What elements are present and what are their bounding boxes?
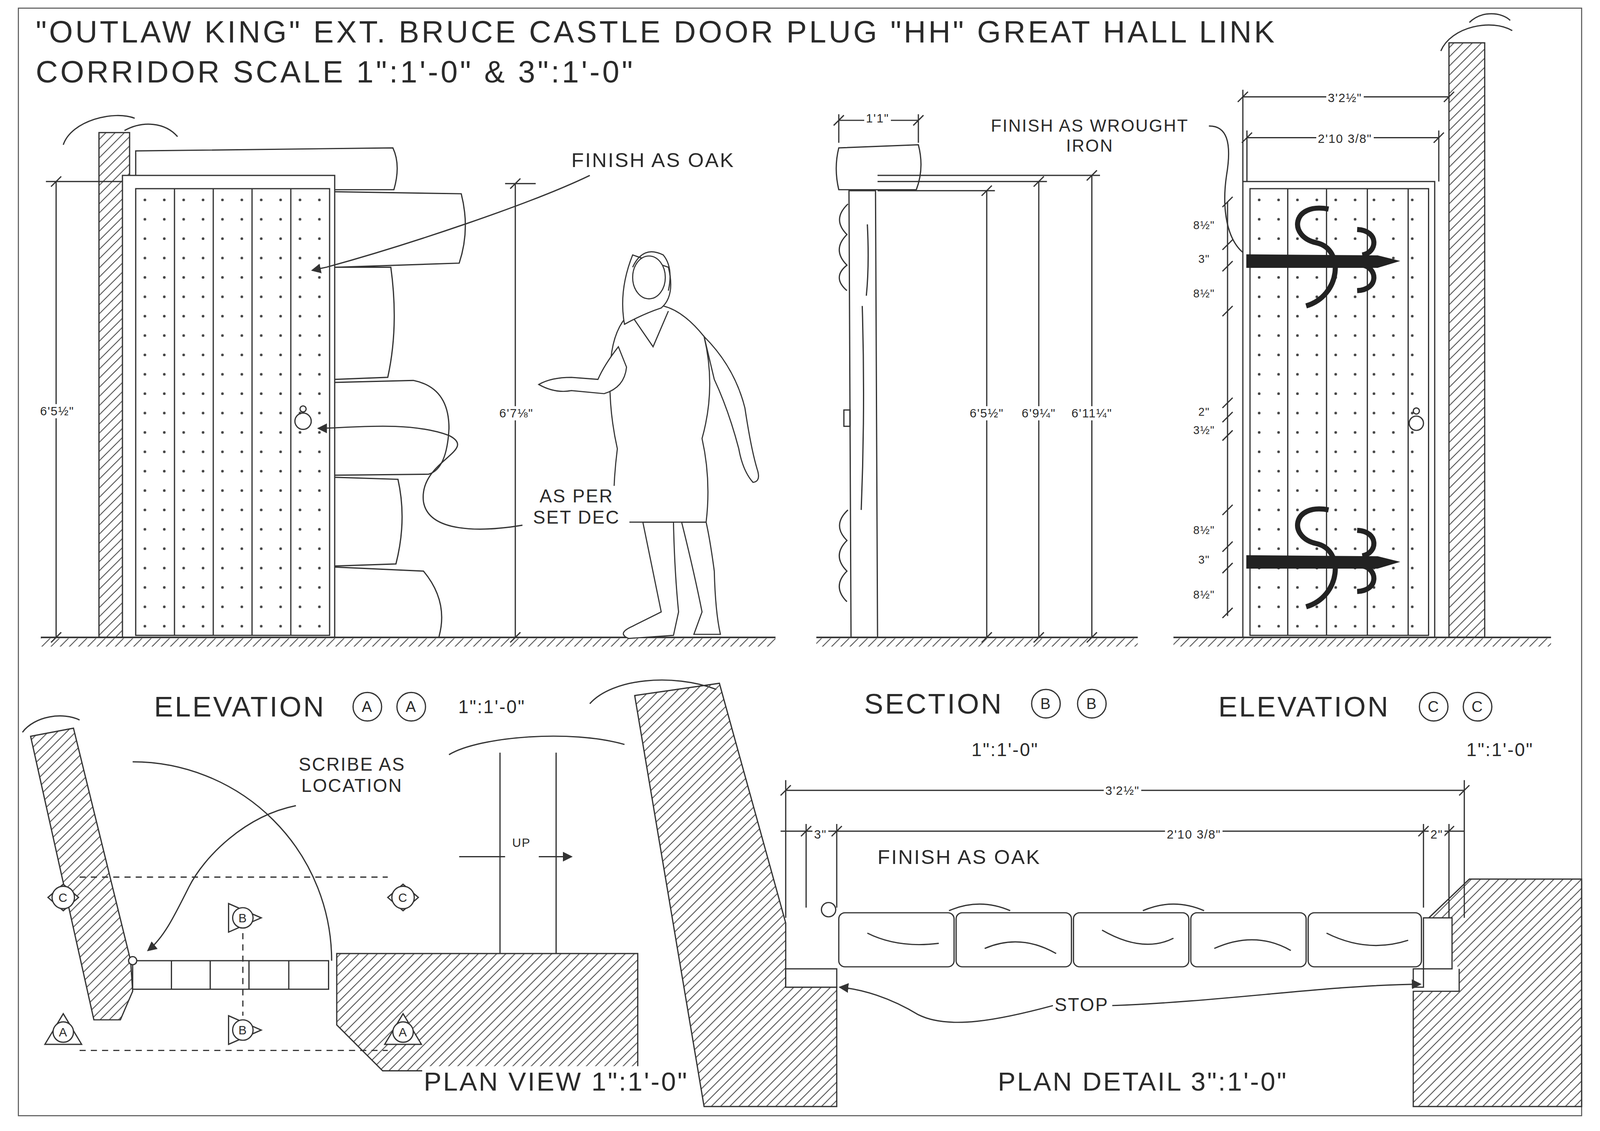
dimension: 1'1" [864,111,891,126]
section-marker: B [238,911,248,926]
dimension: 2'10 3/8" [1165,827,1223,842]
view-title: PLAN VIEW 1":1'-0" [422,1066,691,1097]
section-marker: B [238,1023,248,1038]
section-marker: A [58,1025,68,1040]
view-tag-letter: B [1086,695,1098,713]
section-b [816,114,1262,647]
elevation-a [40,115,776,647]
dimension: 6'9¼" [1020,406,1058,421]
dimension: 3'2½" [1326,90,1364,105]
stair-note: UP [510,835,533,850]
view-title: PLAN DETAIL 3":1'-0" [996,1066,1290,1097]
dimension: 6'7⅛" [497,406,535,421]
dimension: 2" [1428,827,1445,842]
plan-view [22,716,638,1072]
human-figure [538,251,759,639]
callout-note: FINISH AS OAK [875,845,1043,869]
view-tag-letter: C [1427,698,1440,716]
scale-note: 1":1'-0" [456,696,528,718]
dimension: 3" [1196,553,1212,567]
dimension: 3" [1196,252,1212,266]
section-marker: C [58,890,68,905]
dimension: 3½" [1191,424,1217,438]
section-marker: A [398,1025,408,1040]
sheet-border [18,8,1582,1117]
dimension: 3" [812,827,829,842]
callout-note: AS PER SET DEC [523,485,630,528]
view-title: SECTION [862,687,1005,721]
dimension: 2" [1196,405,1212,419]
view-tag-letter: B [1040,695,1052,713]
view-title: ELEVATION [152,690,328,724]
drawing-title: "OUTLAW KING" EXT. BRUCE CASTLE DOOR PLU… [35,12,1445,92]
plan-detail [590,680,1582,1107]
scale-note: 1":1'-0" [970,739,1041,761]
dimension: 6'5½" [38,404,76,419]
section-marker: C [398,890,408,905]
view-tag-letter: C [1471,698,1484,716]
scale-note: 1":1'-0" [1464,739,1535,761]
callout-note: SCRIBE AS LOCATION [263,754,441,797]
dimension: 8½" [1191,524,1217,538]
dimension: 8½" [1191,588,1217,602]
dimension: 8½" [1191,287,1217,301]
dimension: 2'10 3/8" [1316,131,1374,146]
callout-note: STOP [1052,994,1111,1016]
view-tag-letter: A [361,698,373,716]
dimension: 8½" [1191,219,1217,233]
view-tag-letter: A [405,698,418,716]
view-title: ELEVATION [1216,690,1392,724]
callout-note: FINISH AS WROUGHT IRON [970,115,1209,156]
dimension: 6'11¼" [1069,406,1114,421]
elevation-c [1173,13,1551,647]
dimension: 3'2½" [1103,783,1142,798]
dimension: 6'5½" [967,406,1006,421]
callout-note: FINISH AS OAK [569,148,737,172]
